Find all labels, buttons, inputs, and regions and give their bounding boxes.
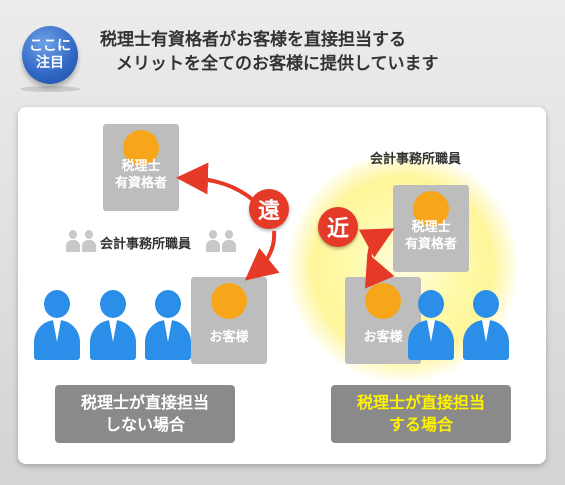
headline: 税理士有資格者がお客様を直接担当する メリットを全てのお客様に提供しています (100, 28, 439, 76)
tax-card-line-1: 税理士 (411, 220, 451, 235)
headline-line-2: メリットを全てのお客様に提供しています (116, 54, 439, 74)
customer-icon (90, 290, 136, 360)
staff-label-right: 会計事務所職員 (370, 152, 462, 167)
staff-mini-icon (66, 230, 80, 252)
tax-card-line-2: 有資格者 (114, 176, 167, 191)
caption-right-line-1: 税理士が直接担当 (356, 393, 485, 412)
tax-accountant-card-right: 税理士 有資格者 (393, 185, 469, 272)
caption-left: 税理士が直接担当 しない場合 (55, 385, 235, 443)
person-head-icon (123, 130, 159, 166)
far-indicator: 遠 (249, 189, 289, 229)
arrows-layer (176, 162, 395, 289)
caption-left-line-2: しない場合 (104, 415, 185, 434)
caption-left-line-1: 税理士が直接担当 (80, 393, 209, 412)
staff-mini-icon (206, 230, 220, 252)
staff-label-left: 会計事務所職員 (100, 237, 192, 252)
tax-accountant-card-left: 税理士 有資格者 (103, 124, 179, 211)
caption-right-line-2: する場合 (388, 415, 453, 434)
badge-line-1: ここに (29, 38, 71, 54)
comparison-panel: 税理士 有資格者 会計事務所職員 お客様 遠 税理士が直接担当 しない場合 会計… (18, 107, 546, 464)
staff-mini-icon (82, 230, 96, 252)
person-head-icon (413, 191, 449, 227)
near-arrow (358, 228, 395, 289)
tax-card-label-right: 税理士 有資格者 (393, 219, 469, 253)
tax-card-line-2: 有資格者 (404, 237, 457, 252)
customer-icon (34, 290, 80, 360)
customer-icon (463, 290, 509, 360)
person-head-icon (365, 283, 401, 319)
headline-line-1: 税理士有資格者がお客様を直接担当する (100, 30, 406, 50)
customer-card-left: お客様 (191, 277, 267, 364)
far-arrow-up (176, 162, 255, 202)
badge-shadow (20, 86, 80, 92)
customer-icon (408, 290, 454, 360)
customer-label-left: お客様 (209, 330, 249, 345)
customer-label-right: お客様 (363, 330, 403, 345)
near-indicator: 近 (318, 207, 358, 247)
far-arrow-down (244, 230, 280, 281)
tax-card-label-left: 税理士 有資格者 (103, 158, 179, 192)
badge-line-2: 注目 (36, 55, 64, 71)
caption-right: 税理士が直接担当 する場合 (331, 385, 511, 443)
tax-card-line-1: 税理士 (121, 159, 161, 174)
attention-badge: ここに 注目 (22, 26, 78, 84)
staff-mini-icon (222, 230, 236, 252)
customer-icon (145, 290, 191, 360)
person-head-icon (211, 283, 247, 319)
